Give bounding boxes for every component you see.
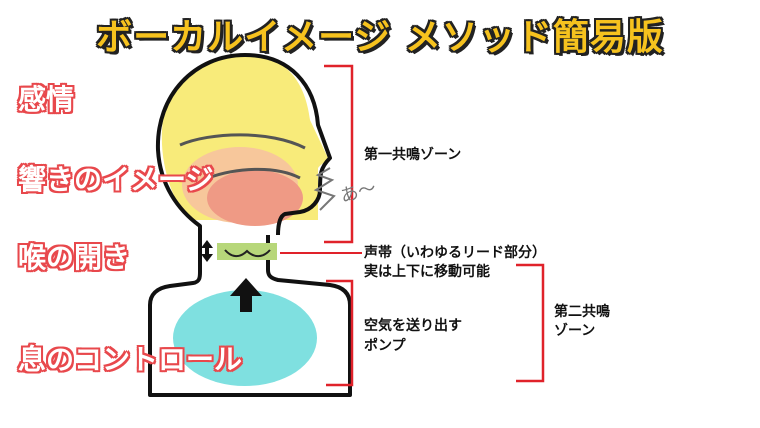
- label-breath-control: 息のコントロール: [18, 343, 243, 376]
- tongue-arc: [207, 167, 301, 180]
- label-resonance-image: 響きのイメージ: [18, 163, 214, 196]
- body-outline: [148, 53, 352, 397]
- lower-bracket: [326, 279, 354, 387]
- second-zone-bracket: [516, 263, 545, 383]
- label-second-zone-line1: 第二共鳴: [554, 304, 610, 320]
- sound-wave-icon: [313, 167, 336, 211]
- label-throat-opening: 喉の開き: [18, 241, 131, 274]
- first-zone-bracket: [324, 64, 354, 244]
- label-emotion: 感情: [18, 83, 75, 116]
- label-vocal-cords-line2: 実は上下に移動可能: [364, 264, 490, 280]
- resonance-area: [207, 170, 303, 226]
- page-title: ボーカルイメージ メソッド簡易版: [96, 17, 664, 58]
- label-vocal-cords-line1: 声帯（いわゆるリード部分）: [364, 245, 546, 261]
- label-air-pump-line1: 空気を送り出す: [364, 318, 462, 334]
- airflow-arrow: [230, 278, 262, 312]
- lungs: [173, 290, 317, 386]
- vocal-cords-line: [224, 249, 271, 258]
- label-second-zone-line2: ゾーン: [554, 323, 596, 339]
- label-air-pump-line2: ポンプ: [364, 338, 406, 354]
- up-down-arrow: [201, 240, 213, 262]
- palate-arc: [179, 133, 306, 150]
- label-first-resonance-zone: 第一共鳴ゾーン: [364, 147, 462, 163]
